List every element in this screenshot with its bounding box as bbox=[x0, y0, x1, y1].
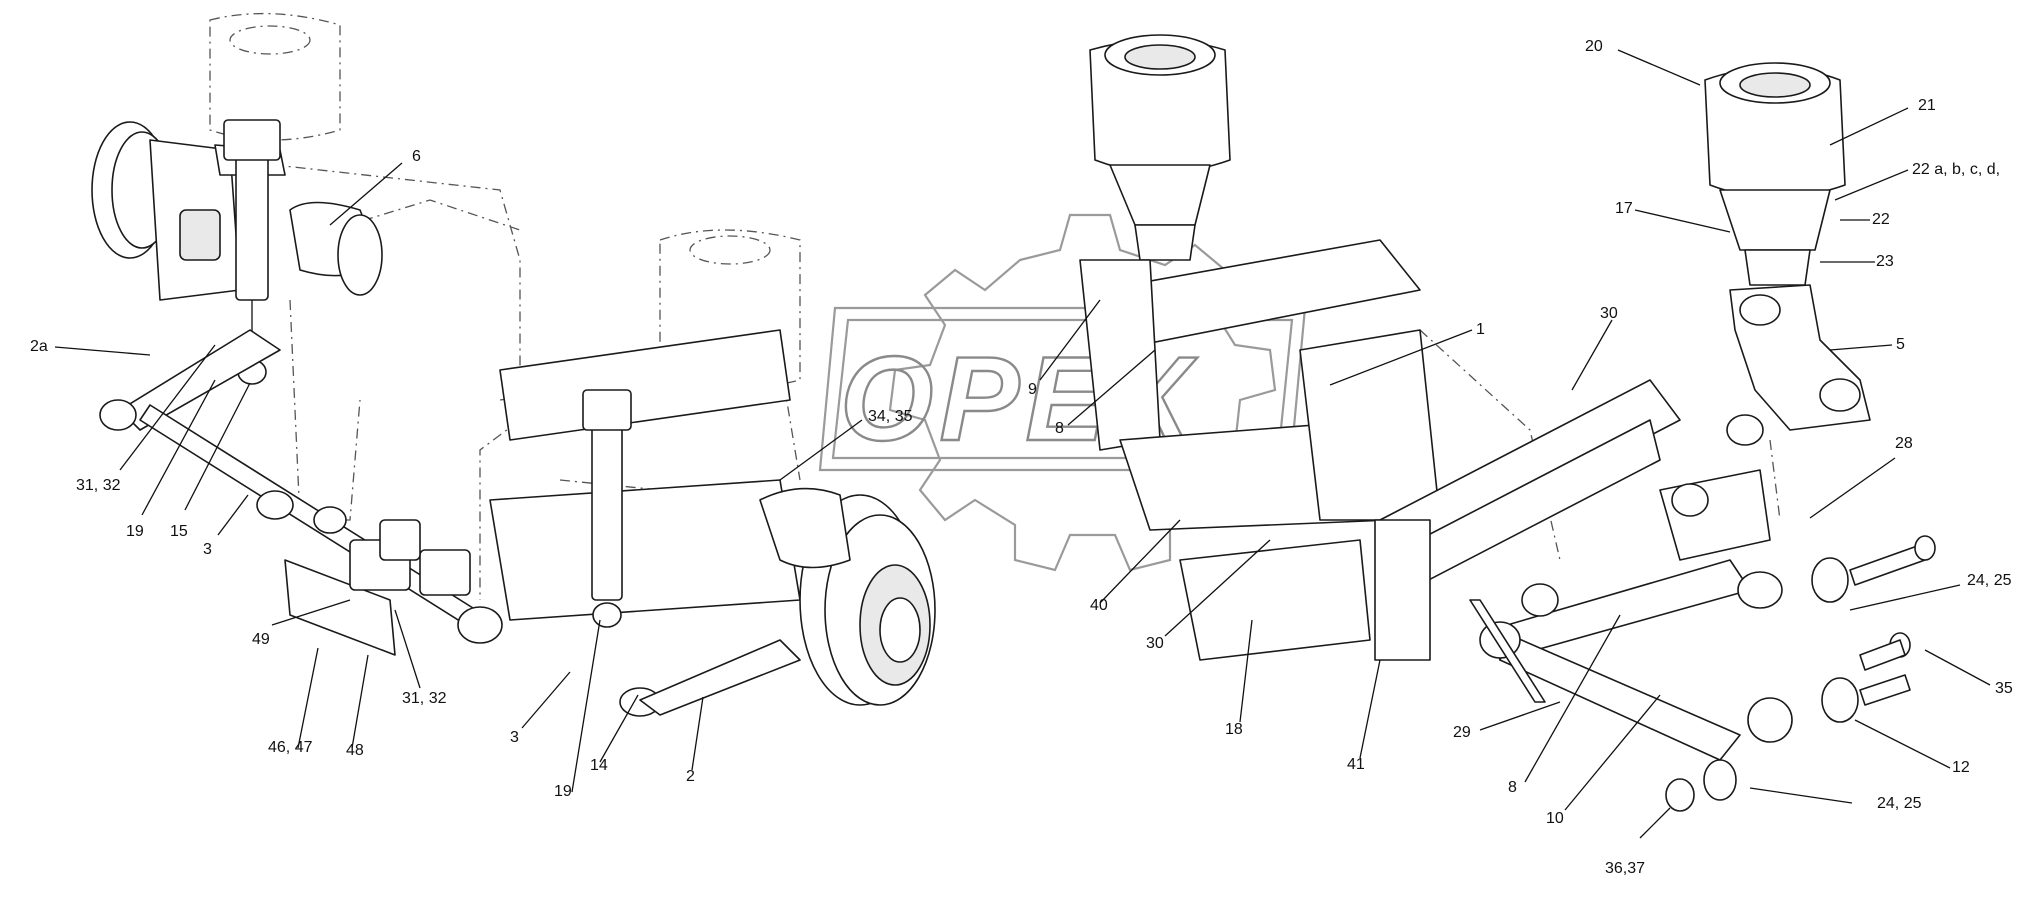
callout-22: 22 bbox=[1872, 211, 1890, 228]
callout-31-32-left: 31, 32 bbox=[76, 477, 121, 494]
callout-29: 29 bbox=[1453, 724, 1471, 741]
callout-12: 12 bbox=[1952, 759, 1970, 776]
bolts-and-bushings bbox=[1469, 535, 1936, 812]
right-brake-disc bbox=[759, 487, 936, 706]
callout-3-mid: 3 bbox=[510, 729, 519, 746]
callout-10: 10 bbox=[1546, 810, 1564, 827]
callout-40: 40 bbox=[1090, 597, 1108, 614]
callout-14: 14 bbox=[590, 757, 608, 774]
callout-2: 2 bbox=[686, 768, 695, 785]
center-lower-arm bbox=[639, 639, 801, 716]
left-brake-chamber bbox=[289, 201, 383, 296]
right-cross-beam bbox=[1374, 379, 1681, 661]
callout-17: 17 bbox=[1615, 200, 1633, 217]
center-cross-member bbox=[1079, 239, 1441, 661]
callout-46-47: 46, 47 bbox=[268, 739, 313, 756]
callout-31-32-mid: 31, 32 bbox=[402, 690, 447, 707]
callout-35: 35 bbox=[1995, 680, 2013, 697]
callout-8-top: 8 bbox=[1055, 420, 1064, 437]
callout-5: 5 bbox=[1896, 336, 1905, 353]
callout-8-bottom: 8 bbox=[1508, 779, 1517, 796]
right-lower-arm bbox=[1479, 469, 1793, 761]
right-spring-bracket bbox=[1726, 284, 1871, 446]
callout-3-left: 3 bbox=[203, 541, 212, 558]
leader-lines bbox=[54, 49, 1991, 839]
center-air-spring bbox=[1089, 34, 1231, 261]
callout-22abcd: 22 a, b, c, d, bbox=[1912, 161, 2001, 178]
callout-20: 20 bbox=[1585, 38, 1603, 55]
callout-23: 23 bbox=[1876, 253, 1894, 270]
callout-15: 15 bbox=[170, 523, 188, 540]
callout-1: 1 bbox=[1476, 321, 1485, 338]
callout-48: 48 bbox=[346, 742, 364, 759]
callout-49: 49 bbox=[252, 631, 270, 648]
callout-18: 18 bbox=[1225, 721, 1243, 738]
callout-19-left: 19 bbox=[126, 523, 144, 540]
callout-9: 9 bbox=[1028, 381, 1037, 398]
callout-24-25-bottom: 24, 25 bbox=[1877, 795, 1922, 812]
callout-24-25-top: 24, 25 bbox=[1967, 572, 2012, 589]
callout-28: 28 bbox=[1895, 435, 1913, 452]
callout-2a: 2a bbox=[30, 338, 48, 355]
callout-30-left: 30 bbox=[1146, 635, 1164, 652]
callout-21: 21 bbox=[1918, 97, 1936, 114]
center-frame bbox=[489, 329, 801, 621]
callout-34-35: 34, 35 bbox=[868, 408, 913, 425]
left-stabilizer-bracket bbox=[284, 519, 471, 656]
callout-19-mid: 19 bbox=[554, 783, 572, 800]
right-air-spring bbox=[1704, 62, 1846, 286]
callout-41: 41 bbox=[1347, 756, 1365, 773]
callout-30-right: 30 bbox=[1600, 305, 1618, 322]
callout-36-37: 36,37 bbox=[1605, 860, 1646, 877]
callout-6: 6 bbox=[412, 148, 421, 165]
